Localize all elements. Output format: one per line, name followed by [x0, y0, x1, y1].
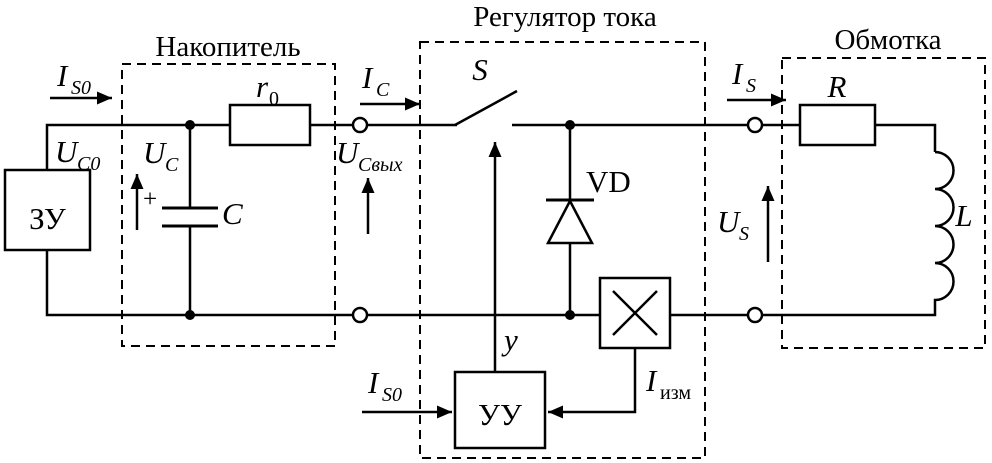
label-u-c: U — [143, 135, 168, 170]
junction-dot — [565, 120, 575, 130]
label-u-c0: U — [55, 134, 80, 169]
winding-block-outline — [781, 57, 986, 349]
label-u-c-sub: C — [165, 154, 179, 176]
wire-measured-current — [548, 348, 637, 419]
multiply-icon — [612, 290, 658, 336]
terminal-winding-bottom — [746, 306, 764, 324]
capacitor-plus-sign: + — [143, 186, 157, 213]
junction-dot — [185, 310, 195, 320]
label-i-meas: I — [645, 363, 658, 398]
regulator-title: Регулятор тока — [473, 1, 657, 33]
label-i-s0-in-sub: S0 — [382, 384, 402, 406]
label-u-s: U — [717, 204, 742, 239]
terminal-storage-top — [351, 116, 369, 134]
capacitor-label: C — [222, 196, 243, 231]
label-u-c-out-sub: Cвых — [358, 154, 403, 176]
terminal-storage-bottom — [351, 306, 369, 324]
switch-label: S — [472, 52, 488, 87]
label-i-s0-top: I — [56, 58, 69, 93]
storage-block-outline — [121, 63, 336, 347]
label-u-c0-sub: C0 — [77, 153, 100, 175]
regulator-block-outline — [419, 41, 706, 459]
control-unit-box — [453, 370, 547, 450]
diode-label: VD — [586, 164, 631, 199]
label-i-s: I — [731, 56, 744, 91]
winding-resistor-box — [798, 103, 877, 147]
charger-box — [3, 168, 92, 252]
diode-triangle — [545, 198, 595, 245]
label-control-y: у — [501, 322, 518, 357]
label-i-c-sub: C — [376, 79, 390, 101]
label-i-s0-top-sub: S0 — [71, 77, 91, 99]
winding-title: Обмотка — [834, 24, 941, 56]
junction-dot — [185, 120, 195, 130]
wire-charger-to-terminal-bottom — [45, 250, 353, 317]
terminal-winding-top — [746, 116, 764, 134]
inductor-coil — [762, 150, 955, 317]
label-u-c-out: U — [336, 135, 361, 170]
storage-title: Накопитель — [155, 31, 300, 63]
storage-resistor-box — [228, 103, 312, 147]
control-unit-label: УУ — [478, 397, 522, 432]
storage-resistor-label-sub: 0 — [269, 88, 279, 110]
label-i-c: I — [361, 60, 374, 95]
storage-resistor-label: r — [256, 69, 269, 104]
junction-dot — [565, 310, 575, 320]
label-i-s-sub: S — [746, 75, 756, 97]
charger-label: ЗУ — [29, 201, 66, 236]
winding-resistor-label: R — [827, 69, 847, 104]
label-i-s0-in: I — [367, 365, 380, 400]
inductor-label: L — [954, 198, 972, 233]
switch-blade — [454, 89, 518, 127]
label-i-meas-sub: изм — [660, 382, 691, 404]
label-u-s-sub: S — [739, 223, 749, 245]
